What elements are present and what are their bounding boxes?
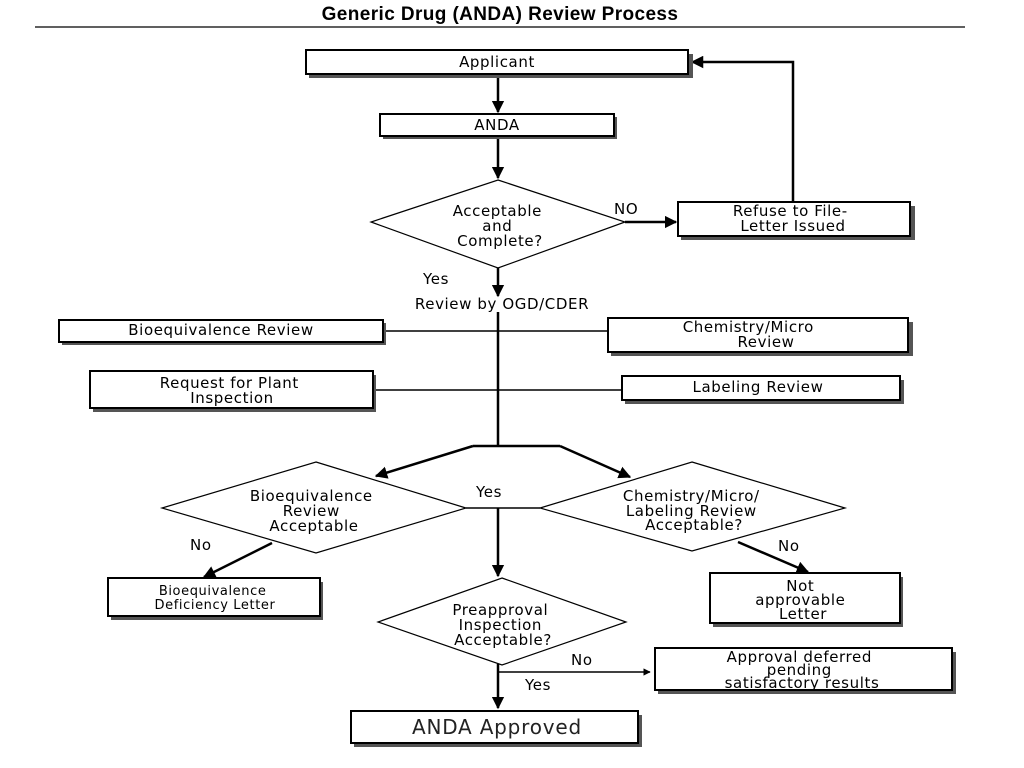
node-labeling-review: Labeling Review: [621, 375, 904, 404]
node-bioequivalence-deficiency-letter: Bioequivalence Deficiency Letter: [107, 577, 323, 620]
node-bioequivalence-review-label: Bioequivalence Review: [128, 321, 313, 339]
edge-label-no-preapproval: No: [571, 651, 593, 669]
edges: [202, 55, 810, 710]
edge-label-no-bioeq: No: [190, 536, 212, 554]
edge-label-yes-approved: Yes: [524, 676, 551, 694]
review-by-ogd-cder-label: Review by OGD/CDER: [415, 295, 589, 313]
node-preapproval-inspection-label: Preapproval Inspection Acceptable?: [452, 601, 553, 649]
node-anda-label: ANDA: [474, 116, 520, 134]
node-approval-deferred-label: Approval deferred pending satisfactory r…: [725, 648, 880, 692]
edge-refuse-applicant: [690, 55, 795, 202]
node-not-approvable-letter: Not approvable Letter: [709, 572, 903, 627]
node-preapproval-inspection: Preapproval Inspection Acceptable?: [376, 577, 628, 666]
node-refuse-to-file-label: Refuse to File- Letter Issued: [733, 202, 853, 235]
node-chemistry-micro-review: Chemistry/Micro Review: [607, 317, 913, 356]
node-refuse-to-file: Refuse to File- Letter Issued: [677, 201, 915, 240]
node-plant-inspection-label: Request for Plant Inspection: [160, 374, 304, 407]
node-acceptable-complete-label: Acceptable and Complete?: [453, 202, 548, 250]
node-chemistry-micro-review-label: Chemistry/Micro Review: [683, 318, 820, 351]
node-bioequivalence-acceptable-label: Bioequivalence Review Acceptable: [250, 487, 378, 535]
edge-label-no-chem: No: [778, 537, 800, 555]
edge-bioeq-no: [202, 541, 273, 579]
node-chem-labeling-acceptable-label: Chemistry/Micro/ Labeling Review Accepta…: [623, 487, 765, 534]
node-bioequivalence-review: Bioequivalence Review: [58, 319, 386, 345]
node-labeling-review-label: Labeling Review: [693, 378, 824, 396]
node-anda-approved: ANDA Approved: [350, 710, 642, 747]
node-anda: ANDA: [379, 113, 617, 139]
node-applicant-label: Applicant: [459, 53, 535, 71]
node-bioequivalence-acceptable: Bioequivalence Review Acceptable: [159, 461, 469, 554]
edge-label-yes-merge: Yes: [475, 483, 502, 501]
node-plant-inspection: Request for Plant Inspection: [89, 370, 376, 412]
node-anda-approved-label: ANDA Approved: [412, 715, 582, 739]
edge-label-yes-review: Yes: [422, 270, 449, 288]
diagram-title: Generic Drug (ANDA) Review Process: [322, 4, 679, 25]
edge-split-right: [559, 444, 632, 479]
node-applicant: Applicant: [305, 49, 693, 78]
node-approval-deferred: Approval deferred pending satisfactory r…: [654, 647, 956, 694]
edge-split-left: [374, 444, 474, 479]
node-not-approvable-letter-label: Not approvable Letter: [755, 577, 851, 623]
node-acceptable-complete: Acceptable and Complete?: [369, 179, 627, 269]
edge-chem-no: [737, 540, 810, 574]
edge-label-no-refuse: NO: [614, 200, 638, 218]
node-chem-labeling-acceptable: Chemistry/Micro/ Labeling Review Accepta…: [537, 461, 848, 552]
node-bioequivalence-deficiency-letter-label: Bioequivalence Deficiency Letter: [155, 584, 276, 613]
